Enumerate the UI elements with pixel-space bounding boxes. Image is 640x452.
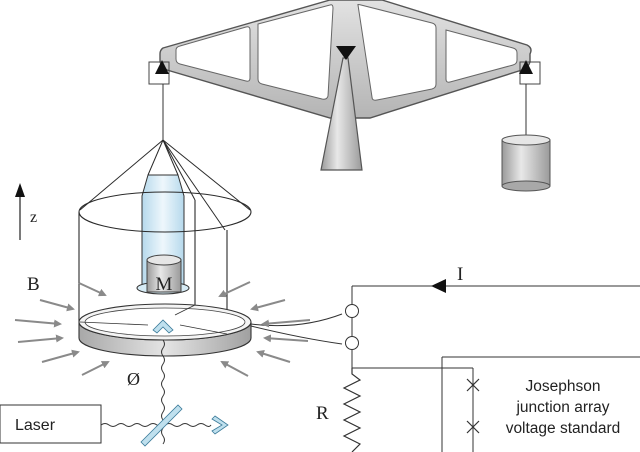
- counter-weight: [501, 134, 551, 192]
- terminal-upper: [345, 304, 359, 318]
- suspension-cone: [79, 139, 251, 231]
- josephson-label-line1: Josephson: [526, 378, 601, 395]
- fulcrum-knife-edge-icon: [336, 46, 356, 60]
- reference-reflector-icon: [211, 415, 229, 435]
- right-knife-edge-icon: [519, 60, 533, 74]
- josephson-label-line3: voltage standard: [506, 420, 621, 437]
- corner-reflector-icon: [152, 319, 174, 334]
- coil-leads: [250, 313, 343, 345]
- magnetic-field-arrows: [14, 281, 311, 377]
- josephson-label-line2: junction array: [515, 399, 609, 416]
- current-label: I: [457, 264, 463, 285]
- resistor-label: R: [316, 403, 329, 424]
- coil-ring: [78, 303, 252, 357]
- current-direction-arrow-icon: [431, 279, 446, 293]
- laser-source: Laser: [0, 404, 102, 444]
- laser-label: Laser: [15, 417, 56, 434]
- beam-splitter-icon: [140, 404, 183, 447]
- left-hanger: [148, 61, 170, 85]
- test-mass: M: [146, 254, 182, 295]
- resistor-icon: [342, 368, 362, 452]
- z-axis-indicator: z: [15, 183, 37, 240]
- mass-label: M: [156, 274, 173, 295]
- terminal-lower: [345, 336, 359, 350]
- magnetic-field-label: B: [27, 274, 40, 295]
- circuit-wiring: [351, 285, 640, 452]
- josephson-junctions: [466, 378, 480, 434]
- phase-label: Ø: [127, 369, 140, 389]
- z-axis-label: z: [30, 209, 37, 226]
- left-knife-edge-icon: [155, 60, 169, 74]
- z-axis-arrowhead-icon: [15, 183, 25, 197]
